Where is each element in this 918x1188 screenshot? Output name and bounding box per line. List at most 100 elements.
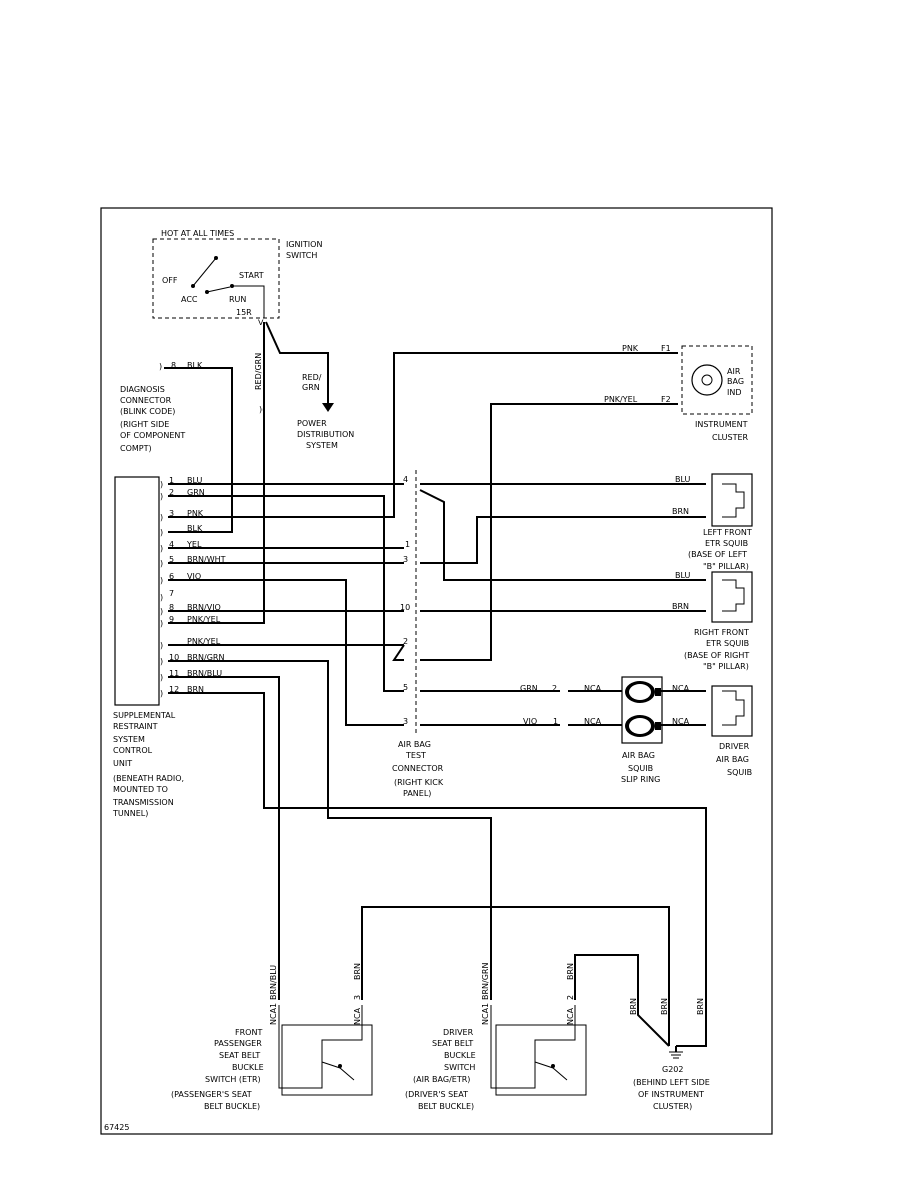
svg-text:BRN: BRN [629,998,638,1015]
svg-text:BUCKLE: BUCKLE [232,1063,264,1072]
svg-text:(AIR BAG/ETR): (AIR BAG/ETR) [413,1075,470,1084]
svg-text:BRN/BLU: BRN/BLU [269,965,278,1000]
svg-text:"B" PILLAR): "B" PILLAR) [703,662,749,671]
driver-air-bag-squib: DRIVER AIR BAG SQUIB [711,685,753,777]
svg-text:SUPPLEMENTAL: SUPPLEMENTAL [113,711,176,720]
svg-text:DIAGNOSIS: DIAGNOSIS [120,385,165,394]
svg-text:MOUNTED TO: MOUNTED TO [113,785,168,794]
svg-text:SYSTEM: SYSTEM [306,441,338,450]
svg-text:HOT AT ALL TIMES: HOT AT ALL TIMES [161,229,234,238]
srs-pin-color: BLK [187,524,203,533]
svg-text:CONNECTOR: CONNECTOR [392,764,444,773]
svg-text:1: 1 [481,1003,490,1008]
svg-text:SWITCH: SWITCH [444,1063,475,1072]
svg-text:INSTRUMENT: INSTRUMENT [695,420,748,429]
svg-text:OF INSTRUMENT: OF INSTRUMENT [638,1090,704,1099]
svg-text:PNK/YEL: PNK/YEL [604,395,638,404]
svg-text:SYSTEM: SYSTEM [113,735,145,744]
srs-pin-number: 9 [169,615,174,624]
srs-pin-bracket: ) [160,641,163,650]
srs-pin-number: 12 [169,685,179,694]
srs-pin-number: 10 [169,653,179,662]
svg-text:IND: IND [727,388,742,397]
srs-pin-bracket: ) [160,619,163,628]
svg-text:LEFT FRONT: LEFT FRONT [703,528,752,537]
svg-text:RED/: RED/ [302,373,322,382]
svg-text:SLIP RING: SLIP RING [621,775,660,784]
svg-text:BRN: BRN [353,963,362,980]
svg-text:3: 3 [353,995,362,1000]
svg-text:GRN: GRN [520,684,538,693]
front-passenger-seat-belt-buckle-switch: BRN/BLU 1 NCA BRN 3 NCA FRONT PASSENGER … [171,906,670,1111]
srs-pin-number: 4 [169,540,174,549]
svg-text:NCA: NCA [672,684,690,693]
svg-text:(BASE OF RIGHT: (BASE OF RIGHT [684,651,749,660]
svg-text:BRN: BRN [672,602,689,611]
ground-g202: BRN BRN BRN G202 (BEHIND LEFT SIDE OF IN… [629,998,710,1111]
svg-text:ACC: ACC [181,295,198,304]
diagnosis-connector: ) 8 BLK DIAGNOSIS CONNECTOR (BLINK CODE)… [120,361,233,533]
ignition-switch: HOT AT ALL TIMES IGNITION SWITCH OFF ACC… [152,229,322,319]
svg-text:DRIVER: DRIVER [443,1028,474,1037]
svg-text:(BLINK CODE): (BLINK CODE) [120,407,175,416]
air-bag-test-connector: 4 1 3 10 2 5 3 AIR BAG TEST CONNECTOR (R… [392,470,444,798]
svg-text:ᐯ: ᐯ [258,318,264,327]
srs-pin-number: 11 [169,669,179,678]
figure-number: 67425 [104,1123,129,1132]
srs-pin-color: GRN [187,488,205,497]
srs-pin-color: PNK [187,509,204,518]
srs-pin-bracket: ) [160,607,163,616]
svg-text:BLK: BLK [187,361,203,370]
svg-text:PASSENGER: PASSENGER [214,1039,262,1048]
air-bag-squib-slip-ring: GRN 2 NCA VIO 1 NCA NCA NCA AIR BAG SQUI… [520,676,690,784]
srs-pin-number: 2 [169,488,174,497]
srs-pin-bracket: ) [160,528,163,537]
svg-text:SWITCH (ETR): SWITCH (ETR) [205,1075,261,1084]
svg-text:SWITCH: SWITCH [286,251,317,260]
svg-text:AIR: AIR [727,367,741,376]
srs-pin-color: VIO [187,572,201,581]
svg-text:G202: G202 [662,1065,683,1074]
svg-text:1: 1 [553,717,558,726]
svg-text:RUN: RUN [229,295,246,304]
srs-pin-color: PNK/YEL [187,615,221,624]
svg-text:(DRIVER'S SEAT: (DRIVER'S SEAT [405,1090,468,1099]
srs-pin-bracket: ) [160,559,163,568]
svg-text:BAG: BAG [727,377,744,386]
svg-text:OFF: OFF [162,276,178,285]
srs-pin-bracket: ) [160,513,163,522]
svg-text:POWER: POWER [297,419,327,428]
svg-text:NCA: NCA [269,1007,278,1025]
svg-text:VIO: VIO [523,717,537,726]
svg-text:CLUSTER: CLUSTER [712,433,749,442]
svg-text:NCA: NCA [353,1007,362,1025]
diagram-frame [100,207,773,1135]
svg-text:"B" PILLAR): "B" PILLAR) [703,562,749,571]
svg-text:BRN/GRN: BRN/GRN [481,963,490,1000]
svg-text:1: 1 [405,540,410,549]
svg-text:RIGHT FRONT: RIGHT FRONT [694,628,749,637]
srs-pin-color: BRN/GRN [187,653,224,662]
svg-text:FRONT: FRONT [235,1028,262,1037]
srs-pin-color: BRN/VIO [187,603,221,612]
srs-pin-number: 8 [169,603,174,612]
srs-pin-color: BRN/BLU [187,669,222,678]
srs-pin-bracket: ) [160,544,163,553]
svg-text:START: START [239,271,264,280]
svg-text:10: 10 [400,603,410,612]
svg-text:TEST: TEST [405,751,426,760]
svg-text:SQUIB: SQUIB [628,764,653,773]
svg-text:): ) [159,362,162,371]
srs-pin-bracket: ) [160,480,163,489]
svg-text:BLU: BLU [675,475,691,484]
svg-text:BRN: BRN [696,998,705,1015]
svg-text:1: 1 [269,1003,278,1008]
svg-text:AIR BAG: AIR BAG [622,751,655,760]
svg-text:BUCKLE: BUCKLE [444,1051,476,1060]
driver-seat-belt-buckle-switch: BRN/GRN 1 NCA BRN 2 NCA DRIVER SEAT BELT… [405,954,670,1111]
svg-text:F2: F2 [661,395,671,404]
srs-pin-bracket: ) [160,593,163,602]
svg-text:2: 2 [566,995,575,1000]
svg-text:ETR SQUIB: ETR SQUIB [706,639,749,648]
